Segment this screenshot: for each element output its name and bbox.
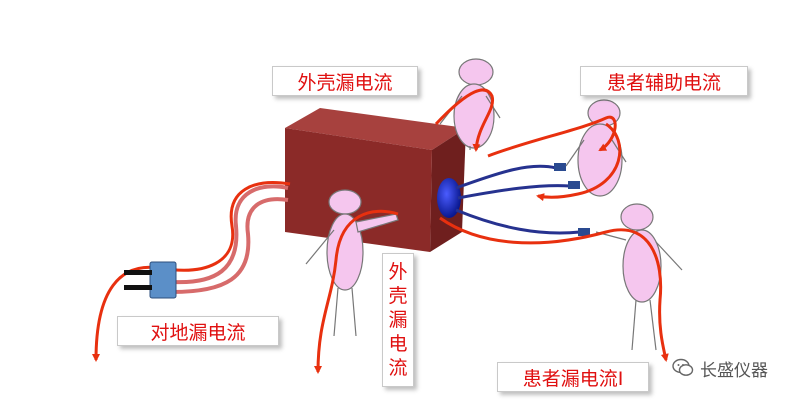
vertical-char: 壳	[388, 285, 408, 307]
label-enclosure-leakage: 外壳漏电流	[272, 66, 418, 96]
vertical-char: 漏	[388, 309, 408, 331]
watermark: 长盛仪器	[672, 356, 794, 381]
enclosure-leakage-top-arrow	[434, 88, 495, 152]
patient-leakage-arrow	[439, 216, 669, 362]
aux-current-arrow-2	[536, 122, 622, 202]
patient-leads	[455, 163, 590, 236]
person-patient-leakage	[595, 203, 683, 351]
aux-current-arrow-1	[487, 115, 617, 158]
earth-leakage-wires	[92, 181, 291, 362]
medical-device-enclosure	[285, 108, 466, 252]
label-earth-leakage: 对地漏电流	[117, 316, 279, 346]
applied-part-connector	[437, 178, 461, 218]
earth-leakage-arrow	[92, 181, 291, 362]
label-enclosure-leakage-vertical: 外 壳 漏 电 流	[382, 253, 414, 387]
power-plug	[124, 261, 177, 299]
wechat-icon	[672, 358, 694, 376]
vertical-char: 电	[388, 333, 408, 355]
watermark-text: 长盛仪器	[700, 360, 768, 381]
person-patient-auxiliary	[565, 99, 627, 197]
vertical-char: 流	[388, 357, 408, 379]
box-top-face	[285, 108, 466, 150]
label-patient-leakage: 患者漏电流Ⅰ	[497, 362, 649, 392]
vertical-char: 外	[388, 261, 408, 283]
current-arrows	[314, 88, 669, 374]
front-person-arrow	[314, 209, 399, 374]
label-patient-auxiliary-current: 患者辅助电流	[580, 66, 748, 96]
